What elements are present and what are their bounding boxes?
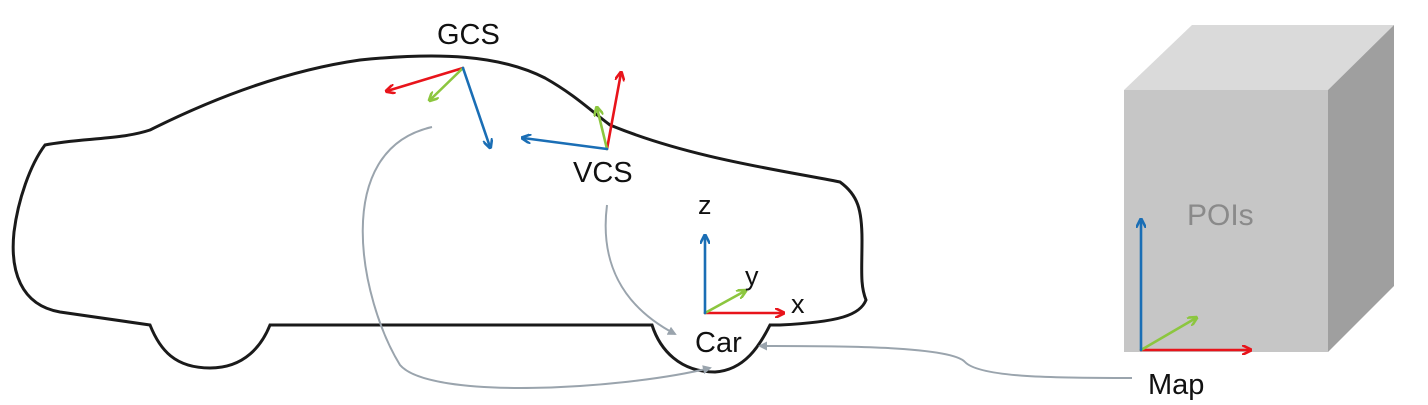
vcs-y-axis-arrow (597, 108, 609, 151)
cube-side-face (1328, 25, 1394, 352)
gcs-x-axis-arrow (387, 66, 465, 91)
car-outline (11, 54, 868, 374)
pois-cube (1124, 25, 1394, 352)
cube-front-face (1124, 90, 1328, 352)
car-label: Car (695, 327, 742, 359)
map-label: Map (1148, 369, 1204, 401)
vcs-label: VCS (573, 157, 633, 189)
map-y-axis-arrow (1139, 318, 1196, 352)
car-axes (705, 236, 783, 313)
map-to-car-connector (758, 341, 1133, 379)
car-x-axis-label: x (791, 289, 805, 319)
pois-label: POIs (1187, 199, 1254, 232)
map-axes (1141, 220, 1250, 350)
vcs-z-axis-arrow (523, 138, 609, 151)
cube-top-face (1124, 25, 1394, 90)
vcs-x-axis-arrow (605, 73, 621, 151)
vcs-axes (523, 73, 621, 151)
gcs-label: GCS (437, 19, 500, 51)
car-y-axis-arrow (703, 291, 745, 315)
gcs-to-car-connector (361, 126, 712, 389)
car-z-axis-label: z (698, 190, 712, 220)
connector-curves (361, 126, 1133, 389)
gcs-y-axis-arrow (430, 66, 465, 100)
gcs-axes (387, 66, 490, 147)
gcs-z-axis-arrow (461, 66, 490, 147)
car-y-axis-label: y (745, 261, 759, 291)
vcs-to-car-connector (604, 204, 677, 335)
